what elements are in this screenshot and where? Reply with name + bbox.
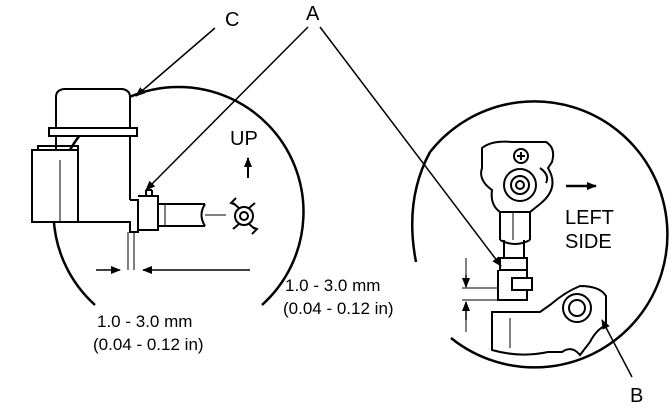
clutch-switch-bracket <box>480 140 555 245</box>
callout-leaders <box>135 26 633 378</box>
right-detail-circle <box>429 100 669 369</box>
callout-b: B <box>630 385 643 407</box>
leader-a-left <box>145 26 309 191</box>
leader-c <box>135 27 216 97</box>
callout-c: C <box>225 9 239 31</box>
left-side-label-line1: LEFT <box>565 207 614 229</box>
leader-b <box>601 319 633 378</box>
right-measurement-mm: 1.0 - 3.0 mm <box>285 276 380 295</box>
pedal-stop-bolt <box>462 240 607 357</box>
callout-a: A <box>306 3 320 25</box>
master-cylinder <box>31 88 250 274</box>
leader-a-right <box>319 26 502 267</box>
left-measurement-in: (0.04 - 0.12 in) <box>93 335 204 354</box>
rotation-symbol-left <box>229 197 259 235</box>
left-measurement-mm: 1.0 - 3.0 mm <box>97 312 192 331</box>
right-measurement-in: (0.04 - 0.12 in) <box>283 299 394 318</box>
up-label: UP <box>230 128 258 150</box>
right-detail-view <box>411 100 669 369</box>
left-side-label-line2: SIDE <box>565 231 612 253</box>
